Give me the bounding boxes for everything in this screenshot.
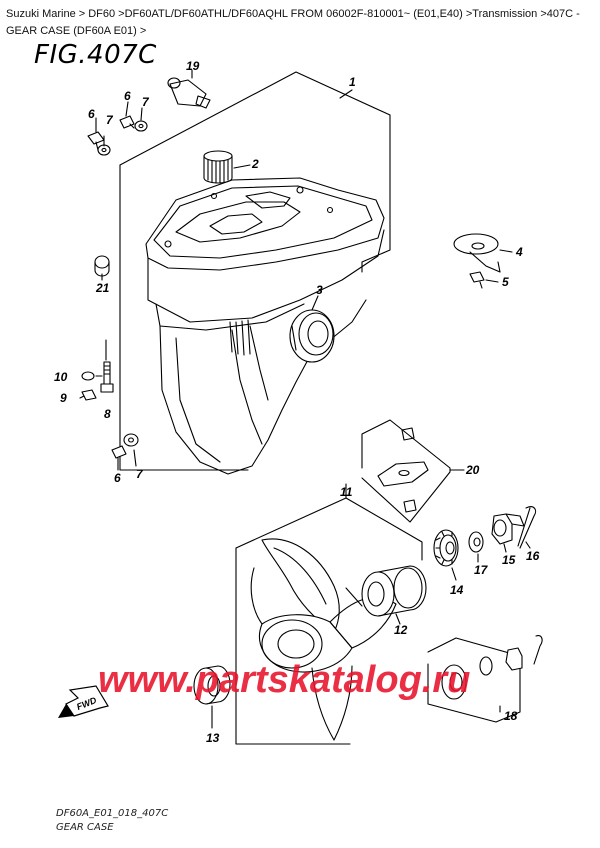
leader-9	[79, 395, 85, 399]
callout-13[interactable]: 13	[206, 731, 220, 745]
leader-16	[525, 541, 531, 549]
thrust-bushing-13[interactable]	[193, 665, 231, 705]
callout-17[interactable]: 17	[474, 563, 489, 577]
nut-9[interactable]	[81, 389, 97, 401]
callout-19[interactable]: 19	[186, 59, 200, 73]
propeller-11[interactable]	[250, 538, 397, 741]
callout-16[interactable]: 16	[526, 549, 540, 563]
assembly-bracket-11	[235, 483, 423, 745]
figure-title: FIG.407C	[34, 40, 157, 70]
leader-4	[499, 249, 513, 253]
leader-5	[485, 279, 499, 283]
bolt-5[interactable]	[469, 271, 485, 289]
gear-case-housing[interactable]	[145, 177, 385, 475]
callout-18[interactable]: 18	[504, 709, 518, 723]
washer-7-bottom[interactable]	[123, 433, 139, 447]
callout-6-bottom[interactable]: 6	[114, 471, 121, 485]
anode-4[interactable]	[453, 233, 501, 273]
needle-bearing-2[interactable]	[203, 150, 233, 184]
breadcrumb[interactable]: Suzuki Marine > DF60 >DF60ATL/DF60ATHL/D…	[6, 6, 594, 40]
leader-15	[503, 543, 507, 553]
callout-21[interactable]: 21	[95, 281, 110, 295]
leader-14	[451, 567, 457, 581]
watermark: www.partskatalog.ru	[98, 659, 470, 701]
callout-2[interactable]: 2	[251, 157, 259, 171]
prop-nut-15[interactable]	[491, 513, 525, 545]
callout-12[interactable]: 12	[394, 623, 408, 637]
spline-washer-14[interactable]	[433, 529, 459, 567]
stud-8[interactable]	[100, 361, 114, 393]
leader-7-top-right	[140, 107, 143, 121]
callout-14[interactable]: 14	[450, 583, 464, 597]
callout-5[interactable]: 5	[502, 275, 509, 289]
callout-6-top-left[interactable]: 6	[88, 107, 95, 121]
assembly-bracket-18	[427, 637, 521, 723]
cotter-pin-16[interactable]	[517, 506, 537, 549]
bushing-12[interactable]	[361, 565, 427, 617]
leader-3	[311, 295, 319, 311]
bearing-3[interactable]	[289, 309, 335, 363]
diagram-code: DF60A_E01_018_407C	[56, 808, 169, 819]
assembly-bracket-20	[361, 419, 465, 523]
leader-2	[233, 164, 251, 169]
callout-4[interactable]: 4	[515, 245, 523, 259]
callout-7-top-right[interactable]: 7	[142, 95, 150, 109]
callout-6-top-right[interactable]: 6	[124, 89, 131, 103]
callout-7-top-left[interactable]: 7	[106, 113, 114, 127]
washer-7-top-right[interactable]	[134, 120, 148, 132]
bolt-6-bottom[interactable]	[111, 445, 127, 459]
callout-11[interactable]: 11	[340, 485, 353, 499]
leader-12	[395, 613, 401, 625]
washer-17[interactable]	[468, 531, 484, 553]
leader-7-bottom	[133, 449, 137, 467]
callout-3[interactable]: 3	[316, 283, 323, 297]
plug-19[interactable]	[167, 77, 211, 109]
cap-21[interactable]	[94, 255, 110, 277]
callout-20[interactable]: 20	[465, 463, 480, 477]
callout-7-bottom[interactable]: 7	[136, 467, 144, 481]
assembly-bracket-1	[119, 71, 391, 471]
callout-1[interactable]: 1	[349, 75, 356, 89]
breadcrumb-text[interactable]: Suzuki Marine > DF60 >DF60ATL/DF60ATHL/D…	[6, 8, 580, 37]
callout-10[interactable]: 10	[54, 370, 68, 384]
fwd-arrow-icon: FWD	[58, 685, 109, 718]
bolt-6-top-left[interactable]	[87, 131, 105, 151]
washer-10[interactable]	[81, 371, 95, 381]
prop-kit-18[interactable]	[441, 635, 543, 700]
trim-tab-20[interactable]	[377, 427, 429, 513]
callout-15[interactable]: 15	[502, 553, 516, 567]
callout-8[interactable]: 8	[104, 407, 111, 421]
bolt-6-top-right[interactable]	[119, 115, 135, 129]
leader-6-top-right	[125, 101, 129, 117]
callout-9[interactable]: 9	[60, 391, 67, 405]
diagram-caption: GEAR CASE	[56, 822, 114, 833]
